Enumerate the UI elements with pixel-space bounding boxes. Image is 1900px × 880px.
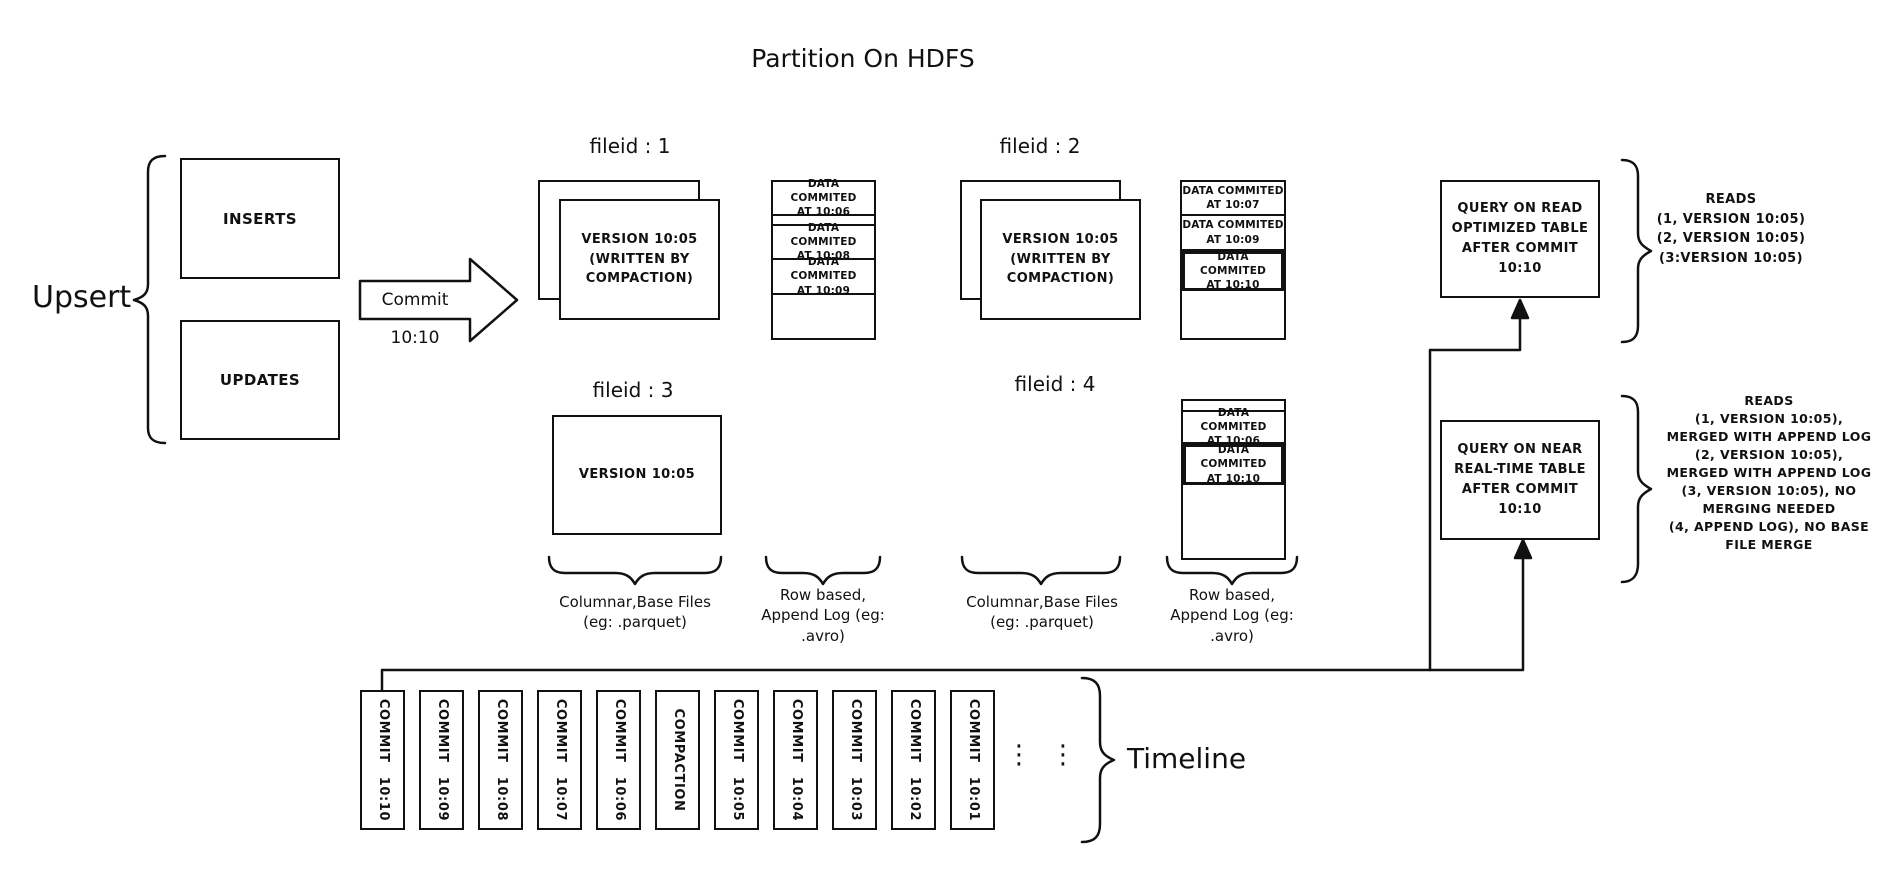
reads-brace-near-real-time — [1620, 394, 1653, 584]
columnar-base-files-caption-2: Columnar,Base Files (eg: .parquet) — [966, 593, 1118, 632]
timeline-to-near-real-time-connector — [380, 555, 1525, 692]
log-entry: DATA COMMITED AT 10:08 — [773, 222, 874, 262]
fileid-1-base-file: VERSION 10:05 (WRITTEN BY COMPACTION) — [559, 199, 720, 320]
timeline-commit-10-10: COMMIT 10:10 — [360, 690, 405, 830]
timeline-commit-10-08: COMMIT 10:08 — [478, 690, 523, 830]
timeline-commit-label: COMMIT 10:04 — [788, 698, 804, 822]
fileid-1-label: fileid : 1 — [589, 134, 671, 158]
commit-arrow-shape — [358, 257, 519, 343]
columnar-brace-2 — [960, 555, 1122, 586]
row-based-append-log-caption-1: Row based, Append Log (eg: .avro) — [761, 586, 885, 645]
timeline-brace — [1080, 676, 1116, 844]
inserts-box: INSERTS — [180, 158, 340, 279]
rowbased-brace-1 — [764, 555, 882, 586]
commit-arrow-label: Commit 10:10 — [381, 290, 449, 348]
timeline-commit-label: COMMIT 10:02 — [906, 698, 922, 822]
log-entry: DATA COMMITED AT 10:06 — [1183, 407, 1284, 447]
log-entry-latest: DATA COMMITED AT 10:10 — [1182, 251, 1284, 291]
updates-box: UPDATES — [180, 320, 340, 440]
fileid-2-base-file: VERSION 10:05 (WRITTEN BY COMPACTION) — [980, 199, 1141, 320]
arrowhead-near-real-time — [1513, 538, 1533, 560]
fileid-2-label: fileid : 2 — [999, 134, 1081, 158]
timeline-commit-10-04: COMMIT 10:04 — [773, 690, 818, 830]
log-entry: DATA COMMITED AT 10:09 — [773, 256, 874, 297]
timeline-commit-10-05: COMMIT 10:05 — [714, 690, 759, 830]
timeline-commit-label: COMMIT 10:05 — [729, 698, 745, 822]
timeline-ellipsis-icon: ⋮ — [1050, 740, 1076, 770]
timeline-commit-10-06: COMMIT 10:06 — [596, 690, 641, 830]
fileid-4-append-log: DATA COMMITED AT 10:06 DATA COMMITED AT … — [1181, 399, 1286, 560]
timeline-ellipsis-icon: ⋮ — [1006, 740, 1032, 770]
timeline-commit-label: COMPACTION — [670, 708, 686, 812]
columnar-brace-1 — [547, 555, 723, 586]
timeline-label: Timeline — [1127, 742, 1247, 775]
log-entry-latest: DATA COMMITED AT 10:10 — [1183, 444, 1284, 485]
timeline-compaction: COMPACTION — [655, 690, 700, 830]
timeline-commit-label: COMMIT 10:07 — [552, 698, 568, 822]
fileid-2-append-log: DATA COMMITED AT 10:07 DATA COMMITED AT … — [1180, 180, 1286, 340]
reads-brace-read-optimized — [1620, 158, 1653, 344]
log-empty-slot — [773, 216, 874, 226]
fileid-4-label: fileid : 4 — [1014, 372, 1096, 396]
timeline-to-read-optimized-connector — [1428, 315, 1522, 672]
page-title: Partition On HDFS — [751, 44, 975, 73]
columnar-base-files-caption-1: Columnar,Base Files (eg: .parquet) — [559, 593, 711, 632]
reads-near-real-time-text: READS (1, VERSION 10:05), MERGED WITH AP… — [1666, 393, 1872, 552]
timeline-commit-label: COMMIT 10:10 — [375, 698, 391, 822]
timeline-commit-label: COMMIT 10:09 — [434, 698, 450, 822]
timeline-commit-10-09: COMMIT 10:09 — [419, 690, 464, 830]
log-empty-space — [1183, 485, 1284, 558]
row-based-append-log-caption-2: Row based, Append Log (eg: .avro) — [1170, 586, 1294, 645]
query-near-real-time-box: QUERY ON NEAR REAL-TIME TABLE AFTER COMM… — [1440, 420, 1600, 540]
timeline-commit-label: COMMIT 10:03 — [847, 698, 863, 822]
timeline-commit-label: COMMIT 10:08 — [493, 698, 509, 822]
log-empty-space — [773, 295, 874, 338]
fileid-3-label: fileid : 3 — [592, 378, 674, 402]
fileid-3-base-file: VERSION 10:05 — [552, 415, 722, 535]
arrowhead-read-optimized — [1510, 298, 1530, 320]
timeline-commit-label: COMMIT 10:06 — [611, 698, 627, 822]
timeline-commit-10-02: COMMIT 10:02 — [891, 690, 936, 830]
timeline-commit-10-07: COMMIT 10:07 — [537, 690, 582, 830]
upsert-label: Upsert — [32, 280, 132, 315]
upsert-brace — [132, 154, 167, 445]
log-entry: DATA COMMITED AT 10:07 — [1182, 182, 1284, 216]
reads-read-optimized-text: READS (1, VERSION 10:05) (2, VERSION 10:… — [1656, 192, 1806, 266]
log-entry: DATA COMMITED AT 10:06 — [773, 178, 874, 218]
timeline-commit-10-01: COMMIT 10:01 — [950, 690, 995, 830]
rowbased-brace-2 — [1165, 555, 1299, 586]
log-entry: DATA COMMITED AT 10:09 — [1182, 216, 1284, 251]
log-empty-space — [1182, 291, 1284, 338]
fileid-1-append-log: DATA COMMITED AT 10:06 DATA COMMITED AT … — [771, 178, 876, 340]
timeline-commit-10-03: COMMIT 10:03 — [832, 690, 877, 830]
log-empty-slot — [1183, 401, 1284, 412]
query-read-optimized-box: QUERY ON READ OPTIMIZED TABLE AFTER COMM… — [1440, 180, 1600, 298]
timeline-commit-label: COMMIT 10:01 — [965, 698, 981, 822]
